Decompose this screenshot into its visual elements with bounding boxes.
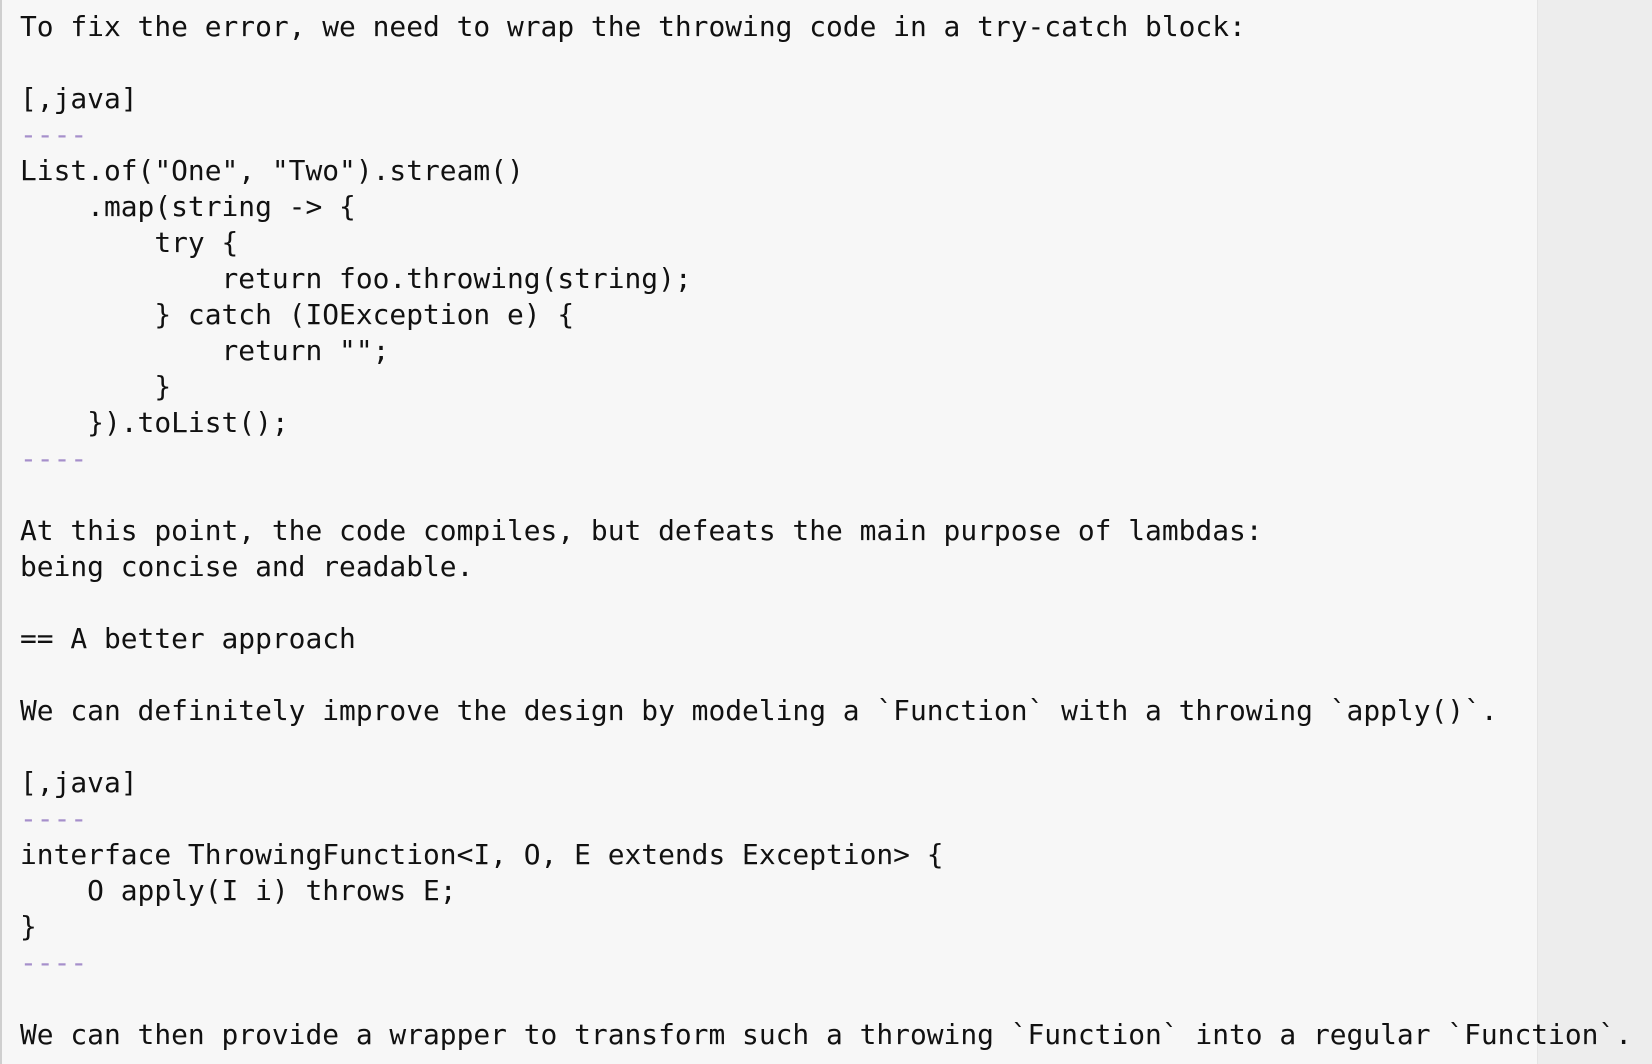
editor-line[interactable]: To fix the error, we need to wrap the th… <box>20 10 1246 43</box>
editor-line[interactable] <box>20 477 1632 513</box>
editor-line[interactable]: We can definitely improve the design by … <box>20 694 1498 727</box>
code-block-delimiter[interactable]: ---- <box>20 118 88 151</box>
editor-line[interactable] <box>20 729 1632 765</box>
editor-line[interactable] <box>20 585 1632 621</box>
editor-line[interactable]: } <box>20 910 37 943</box>
editor-line[interactable]: interface ThrowingFunction<I, O, E exten… <box>20 838 944 871</box>
code-block-delimiter[interactable]: ---- <box>20 802 88 835</box>
editor-line[interactable]: [,java] <box>20 766 138 799</box>
editor-lines[interactable]: To fix the error, we need to wrap the th… <box>20 9 1632 1053</box>
editor-line[interactable]: We can then provide a wrapper to transfo… <box>20 1018 1632 1051</box>
right-margin-gutter <box>1537 0 1652 1064</box>
editor-line[interactable]: being concise and readable. <box>20 550 474 583</box>
code-block-delimiter[interactable]: ---- <box>20 442 88 475</box>
editor-line[interactable] <box>20 981 1632 1017</box>
editor-line[interactable]: .map(string -> { <box>20 190 356 223</box>
editor-line[interactable]: [,java] <box>20 82 138 115</box>
editor-line[interactable] <box>20 45 1632 81</box>
editor-line[interactable]: return ""; <box>20 334 390 367</box>
editor-line[interactable]: try { <box>20 226 239 259</box>
editor-line[interactable]: List.of("One", "Two").stream() <box>20 154 524 187</box>
editor-line[interactable]: O apply(I i) throws E; <box>20 874 457 907</box>
section-heading-line[interactable]: == A better approach <box>20 622 356 655</box>
editor-line[interactable]: } catch (IOException e) { <box>20 298 575 331</box>
editor-line[interactable]: return foo.throwing(string); <box>20 262 692 295</box>
editor-line[interactable]: } <box>20 370 172 403</box>
code-block-delimiter[interactable]: ---- <box>20 946 88 979</box>
editor-line[interactable]: }).toList(); <box>20 406 289 439</box>
editor-line[interactable] <box>20 657 1632 693</box>
editor-line[interactable]: At this point, the code compiles, but de… <box>20 514 1263 547</box>
